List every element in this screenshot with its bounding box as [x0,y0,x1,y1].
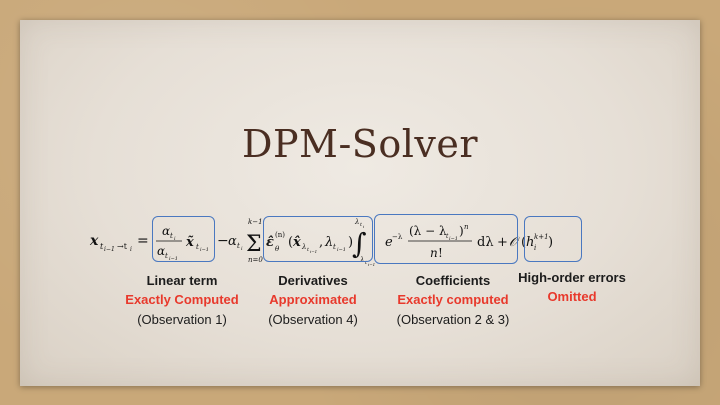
svg-text:,: , [319,235,323,250]
svg-text:λ: λ [359,256,364,264]
term-label: Derivatives [278,273,348,288]
svg-text:λ: λ [301,243,306,251]
svg-text:=: = [137,233,149,249]
slide-title: DPM-Solver [242,122,478,166]
svg-text:−: − [217,233,229,249]
term-label: Linear term [146,273,218,288]
svg-text:t: t [365,260,368,266]
svg-text:i: i [174,236,176,242]
svg-text:!: ! [438,246,443,260]
svg-text:dλ: dλ [477,235,494,250]
svg-text:x̃: x̃ [185,235,194,250]
svg-text:i−1: i−1 [169,256,178,262]
svg-text:): ) [548,235,553,250]
svg-text:n=0: n=0 [248,256,263,264]
svg-text:i−1: i−1 [104,246,115,253]
svg-text:α: α [157,244,165,258]
svg-text:t: t [360,222,363,228]
svg-text:i: i [241,246,243,252]
term-status: Exactly computed [397,292,509,307]
svg-text:x: x [89,233,99,249]
svg-text:t: t [100,242,104,251]
svg-text:α: α [162,224,170,238]
term-status: Approximated [269,292,357,307]
term-status: Omitted [547,289,597,304]
equation-svg: x t i−1 →t i = α t i α t i−1 x̃ t i−1 − … [89,218,553,267]
svg-text:n: n [430,246,438,260]
svg-text:+: + [497,235,508,250]
svg-text:i: i [130,246,132,253]
term-observation: (Observation 2 & 3) [396,312,510,327]
svg-text:k+1: k+1 [534,233,549,241]
svg-text:i−1: i−1 [368,262,375,267]
svg-text:e: e [385,235,393,250]
svg-text:(: ( [521,235,526,250]
svg-text:): ) [348,235,353,250]
svg-text:i−1: i−1 [337,247,346,253]
svg-text:n: n [464,223,469,231]
coefficients-highlight [374,214,518,264]
svg-text:t: t [333,243,336,251]
svg-text:∫: ∫ [352,227,367,260]
term-observation: (Observation 4) [268,312,358,327]
svg-text:i: i [363,224,365,229]
svg-text:x̂: x̂ [292,235,301,250]
svg-text:ε̂: ε̂ [266,235,274,250]
term-high-order-errors: High-order errors Omitted [492,270,652,304]
high-order-errors-highlight [524,216,582,262]
linear-term-highlight [152,216,215,262]
derivatives-highlight [263,216,373,262]
svg-text:t: t [446,233,449,240]
term-coefficients: Coefficients Exactly computed (Observati… [373,273,533,327]
svg-text:(: ( [288,235,293,250]
svg-text:α: α [228,234,237,249]
svg-text:k−1: k−1 [248,218,263,226]
svg-text:Σ: Σ [246,232,262,257]
svg-text:(λ − λ: (λ − λ [409,224,447,238]
svg-text:→t: →t [117,242,128,251]
svg-text:λ: λ [354,218,359,226]
svg-text:): ) [459,224,464,238]
svg-text:t: t [170,232,173,240]
term-status: Exactly Computed [125,292,239,307]
svg-text:i−1: i−1 [449,236,458,242]
svg-text:h: h [526,235,534,250]
term-label: High-order errors [518,270,626,285]
svg-text:t: t [196,243,199,251]
svg-text:λ: λ [324,235,333,250]
svg-text:θ: θ [275,245,280,253]
equation: x t i−1 →t i = α t i α t i−1 x̃ t i−1 − … [89,215,630,267]
term-linear: Linear term Exactly Computed (Observatio… [102,273,262,327]
term-derivatives: Derivatives Approximated (Observation 4) [233,273,393,327]
svg-text:t: t [165,252,168,260]
svg-text:−λ: −λ [392,233,403,241]
term-observation: (Observation 1) [137,312,227,327]
slide-paper [20,20,700,386]
svg-text:t: t [237,242,240,250]
term-label: Coefficients [415,273,491,288]
svg-text:t: t [307,247,310,253]
svg-text:i−1: i−1 [200,247,209,253]
svg-text:i: i [534,244,536,252]
svg-text:(n): (n) [275,231,285,239]
svg-text:i−1: i−1 [310,249,317,254]
